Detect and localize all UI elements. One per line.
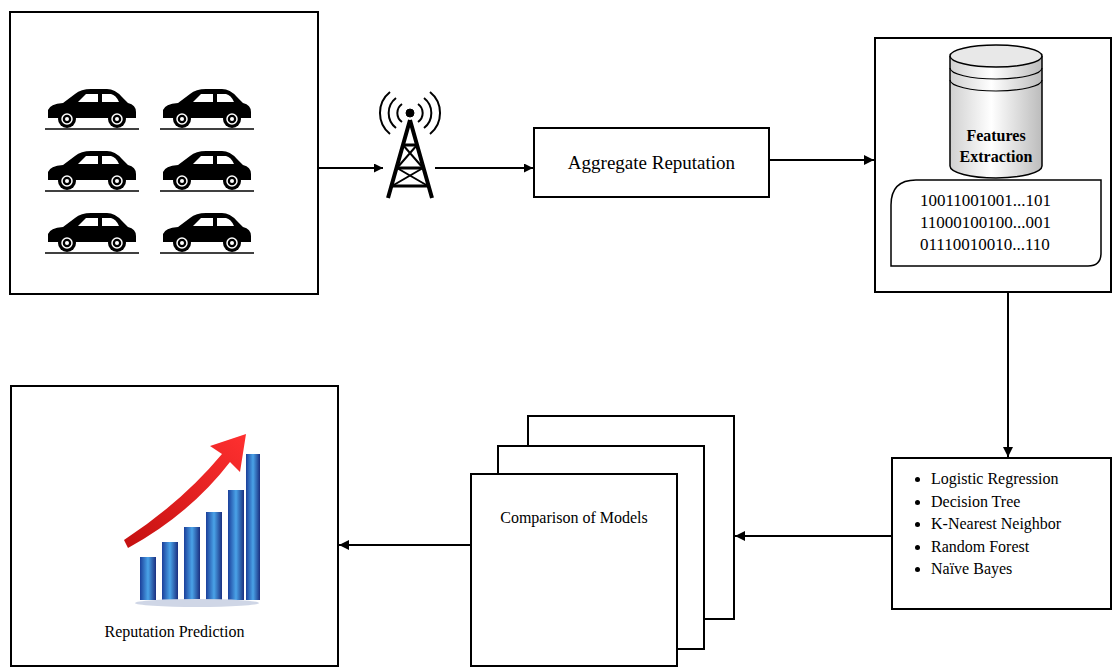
process-box: Aggregate Reputation	[533, 127, 770, 198]
prediction-box: Reputation Prediction	[10, 385, 339, 667]
page-sheet	[470, 473, 678, 667]
binary-row: 01110010010...110	[920, 234, 1108, 256]
model-item: Random Forest	[931, 536, 1104, 559]
signal-arrow	[435, 167, 533, 169]
box-label: Features Extraction	[946, 125, 1046, 167]
model-item: Logistic Regression	[931, 468, 1104, 491]
vehicle-box	[10, 12, 318, 294]
model-list: Logistic RegressionDecision TreeK-Neares…	[899, 468, 1104, 581]
box-label: Comparison of Models	[474, 507, 674, 529]
model-list-box: Logistic RegressionDecision TreeK-Neares…	[891, 457, 1112, 610]
model-item: Decision Tree	[931, 491, 1104, 514]
flow-arrow	[735, 535, 891, 537]
car-icons	[45, 89, 254, 253]
flow-arrow	[770, 159, 874, 161]
box-label: Reputation Prediction	[12, 621, 337, 643]
flow-arrow	[1007, 293, 1009, 457]
binary-row: 10011001001...101	[920, 190, 1108, 212]
box-label: Aggregate Reputation	[568, 152, 735, 174]
binary-row: 11000100100...001	[920, 212, 1108, 234]
flow-arrow	[339, 544, 470, 546]
growth-chart-icon	[122, 432, 272, 612]
features-box: Features Extraction 10011001001...1011100…	[874, 37, 1112, 293]
tower-icon	[380, 92, 440, 198]
comparison-stack: Comparison of Models	[470, 415, 735, 667]
model-item: Naïve Bayes	[931, 558, 1104, 581]
binary-data-card: 10011001001...10111000100100...001011100…	[890, 179, 1108, 267]
signal-arrow	[318, 167, 383, 169]
model-item: K-Nearest Neighbor	[931, 513, 1104, 536]
